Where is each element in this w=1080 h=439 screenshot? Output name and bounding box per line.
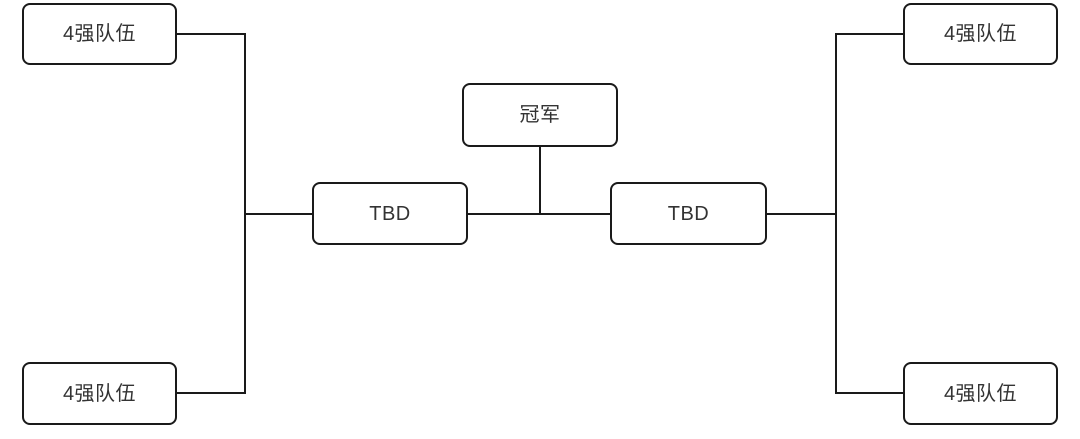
node-semifinal-right-bottom: 4强队伍 xyxy=(903,362,1058,425)
node-semifinal-left-bottom: 4强队伍 xyxy=(22,362,177,425)
node-label: 4强队伍 xyxy=(943,382,1018,405)
node-champion: 冠军 xyxy=(462,83,618,147)
connector-champion-vertical xyxy=(539,147,541,215)
node-label: TBD xyxy=(667,202,710,225)
node-finalist-right: TBD xyxy=(610,182,767,245)
connector-right-top-horizontal xyxy=(837,33,903,35)
connector-left-middle-horizontal xyxy=(246,213,312,215)
connector-right-bottom-horizontal xyxy=(837,392,903,394)
node-semifinal-right-top: 4强队伍 xyxy=(903,3,1058,65)
node-label: 4强队伍 xyxy=(943,23,1018,45)
connector-left-bottom-horizontal xyxy=(175,392,245,394)
connector-right-vertical xyxy=(835,33,837,394)
node-label: TBD xyxy=(369,202,411,225)
node-semifinal-left-top: 4强队伍 xyxy=(22,3,177,65)
node-label: 冠军 xyxy=(519,104,561,126)
node-label: 4强队伍 xyxy=(62,382,137,405)
connector-right-middle-horizontal xyxy=(767,213,836,215)
connector-left-vertical xyxy=(244,33,246,394)
node-label: 4强队伍 xyxy=(62,23,137,45)
node-finalist-left: TBD xyxy=(312,182,468,245)
connector-left-top-horizontal xyxy=(177,33,245,35)
